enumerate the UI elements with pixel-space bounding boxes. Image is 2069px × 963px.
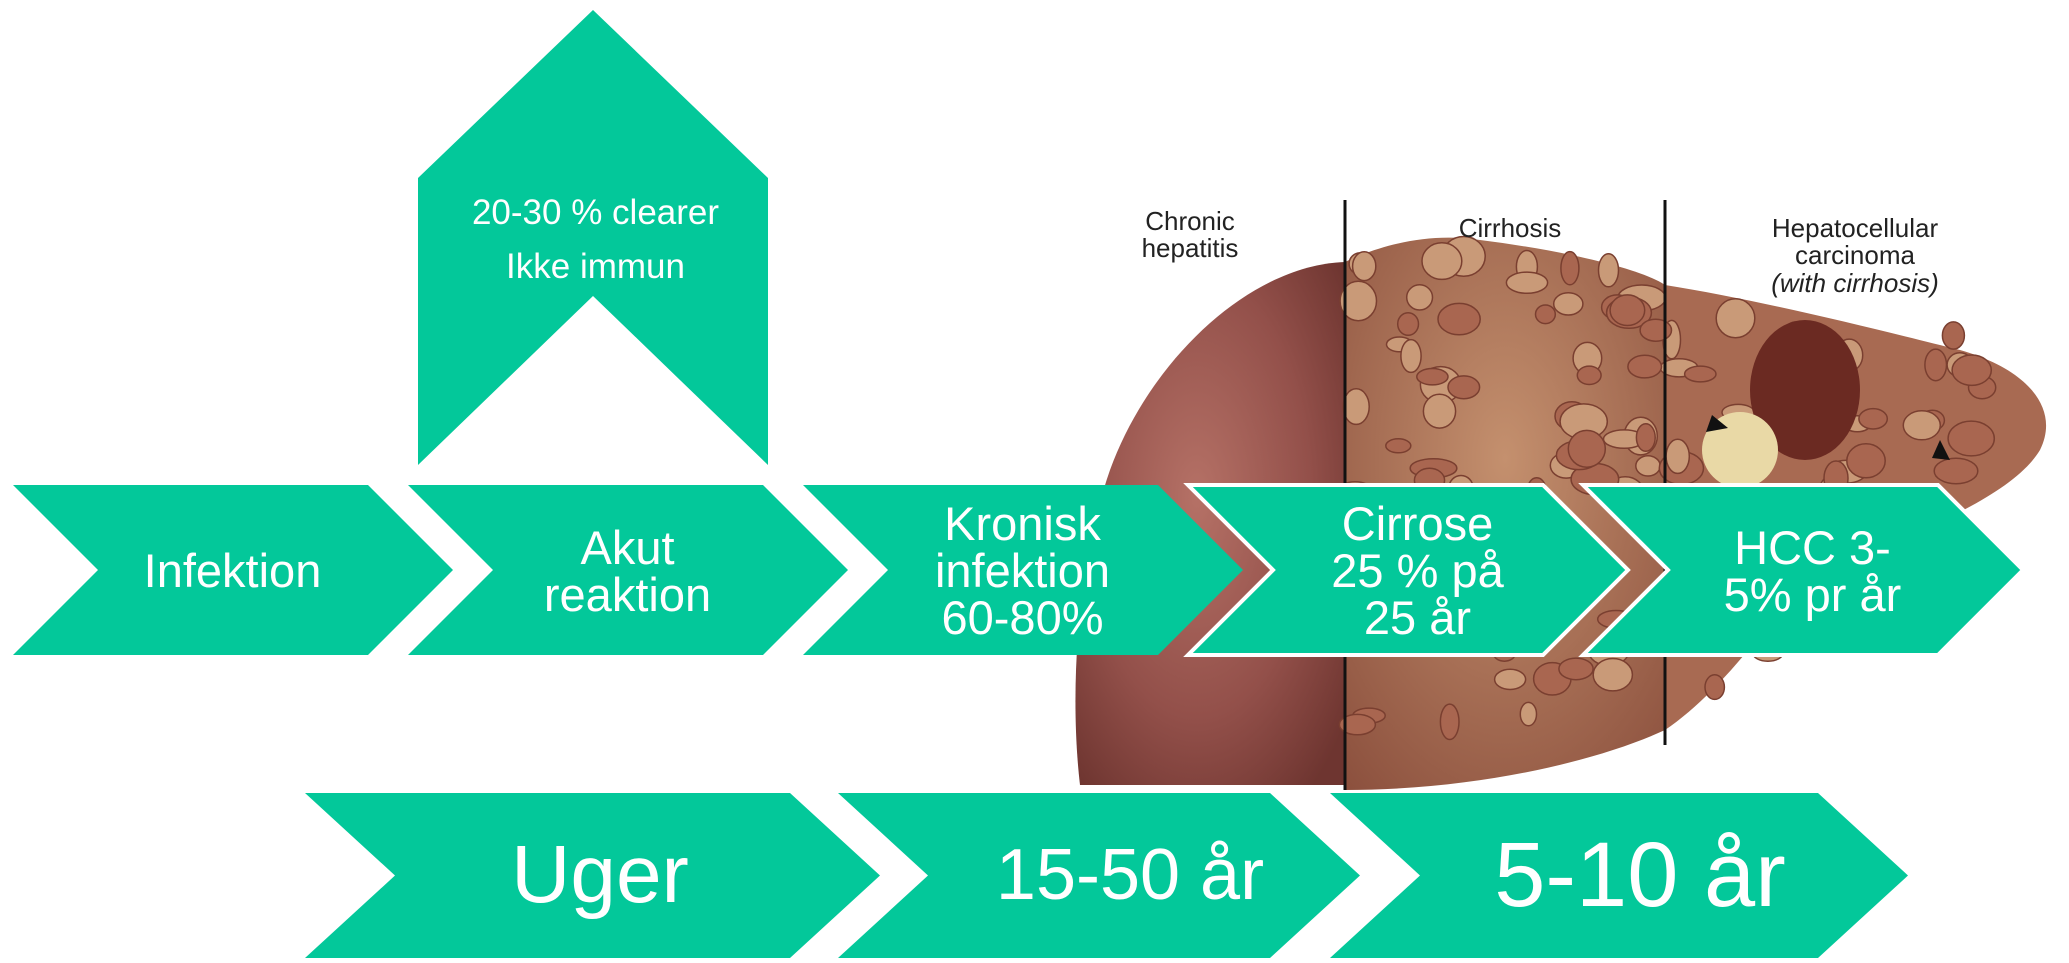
timeline-label-15-50: 15-50 år xyxy=(915,795,1345,955)
liver-nodule xyxy=(1636,424,1655,452)
stage-label-kronisk: Kronisk infektion 60-80% xyxy=(860,488,1185,653)
liver-nodule xyxy=(1685,366,1716,382)
timeline-text: 15-50 år xyxy=(996,839,1264,911)
caption-chronic-hepatitis: Chronic hepatitis xyxy=(1100,208,1280,263)
liver-nodule xyxy=(1577,366,1601,384)
caption-line: carcinoma xyxy=(1725,242,1985,269)
up-arrow-label: 20-30 % clearer Ikke immun xyxy=(418,180,773,300)
liver-nodule xyxy=(1859,409,1887,429)
stage-line: 60-80% xyxy=(942,594,1104,641)
caption-hcc: Hepatocellular carcinoma (with cirrhosis… xyxy=(1725,215,1985,297)
stage-line: infektion xyxy=(935,547,1110,594)
stage-line: Cirrose xyxy=(1342,500,1493,547)
stage-line: 25 % på xyxy=(1331,547,1503,594)
liver-nodule xyxy=(1948,421,1994,456)
liver-nodule xyxy=(1942,322,1964,349)
timeline-label-5-10: 5-10 år xyxy=(1425,795,1855,955)
stage-line: Kronisk xyxy=(944,500,1101,547)
liver-nodule xyxy=(1353,252,1376,281)
caption-cirrhosis: Cirrhosis xyxy=(1425,215,1595,242)
caption-line: Hepatocellular xyxy=(1725,215,1985,242)
liver-nodule xyxy=(1423,394,1455,428)
liver-nodule xyxy=(1440,704,1459,739)
liver-nodule xyxy=(1506,272,1547,293)
caption-line: (with cirrhosis) xyxy=(1725,270,1985,297)
stage-label-cirrose: Cirrose 25 % på 25 år xyxy=(1255,488,1580,653)
liver-nodule xyxy=(1401,340,1421,373)
liver-nodule xyxy=(1561,252,1579,285)
stage-line: 25 år xyxy=(1364,594,1471,641)
liver-nodule xyxy=(1599,254,1619,287)
liver-nodule xyxy=(1925,349,1947,381)
liver-nodule xyxy=(1952,355,1991,385)
stage-line: Infektion xyxy=(144,547,322,594)
liver-nodule xyxy=(1934,458,1978,483)
stage-label-akut: Akut reaktion xyxy=(465,488,790,653)
timeline-text: Uger xyxy=(511,834,689,916)
up-arrow-line-1: 20-30 % clearer xyxy=(472,186,719,240)
liver-nodule xyxy=(1666,439,1689,473)
timeline-label-uger: Uger xyxy=(385,795,815,955)
caption-line: Chronic xyxy=(1100,208,1280,235)
liver-nodule xyxy=(1343,389,1369,425)
stage-line: 5% pr år xyxy=(1724,571,1902,618)
liver-nodule xyxy=(1520,702,1536,725)
stage-line: Akut xyxy=(580,524,674,571)
timeline-text: 5-10 år xyxy=(1494,829,1786,921)
liver-nodule xyxy=(1438,303,1480,334)
liver-nodule xyxy=(1407,285,1433,310)
liver-nodule xyxy=(1716,299,1755,338)
liver-nodule xyxy=(1386,439,1411,453)
liver-nodule xyxy=(1422,243,1462,280)
liver-nodule xyxy=(1536,305,1556,324)
stage-label-infektion: Infektion xyxy=(70,488,395,653)
liver-nodule xyxy=(1417,369,1448,385)
liver-nodule xyxy=(1554,293,1583,315)
caption-line: hepatitis xyxy=(1100,235,1280,262)
liver-nodule xyxy=(1398,313,1419,336)
liver-nodule xyxy=(1568,430,1605,467)
liver-nodule xyxy=(1495,669,1526,689)
liver-nodule xyxy=(1903,411,1940,440)
liver-nodule xyxy=(1593,659,1632,691)
liver-nodule xyxy=(1705,675,1724,700)
up-arrow-line-2: Ikke immun xyxy=(506,240,685,294)
liver-nodule xyxy=(1448,376,1480,399)
liver-nodule xyxy=(1640,319,1671,341)
liver-nodule xyxy=(1847,444,1885,478)
stage-line: HCC 3- xyxy=(1734,524,1891,571)
stage-line: reaktion xyxy=(544,571,711,618)
liver-nodule xyxy=(1610,295,1645,326)
liver-nodule xyxy=(1559,658,1593,680)
caption-line: Cirrhosis xyxy=(1425,215,1595,242)
liver-nodule xyxy=(1628,355,1662,378)
stage-label-hcc: HCC 3- 5% pr år xyxy=(1650,488,1975,653)
liver-nodule xyxy=(1636,456,1660,476)
